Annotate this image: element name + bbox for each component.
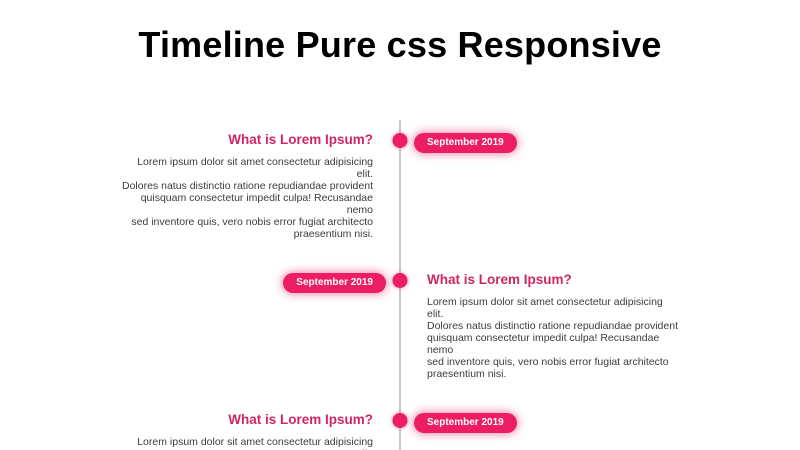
page-title: Timeline Pure css Responsive xyxy=(138,24,662,65)
timeline-dot xyxy=(392,413,408,428)
entry-content: What is Lorem Ipsum? Lorem ipsum dolor s… xyxy=(427,272,678,380)
date-badge: September 2019 xyxy=(283,273,386,293)
timeline-entry: What is Lorem Ipsum? Lorem ipsum dolor s… xyxy=(122,412,678,450)
timeline-dot xyxy=(392,273,408,288)
date-badge: September 2019 xyxy=(414,133,517,153)
entry-badge-column: September 2019 xyxy=(414,412,678,450)
entry-text: Lorem ipsum dolor sit amet consectetur a… xyxy=(427,296,678,380)
timeline-entry: What is Lorem Ipsum? Lorem ipsum dolor s… xyxy=(122,132,678,240)
entry-badge-column: September 2019 xyxy=(414,132,678,240)
timeline: What is Lorem Ipsum? Lorem ipsum dolor s… xyxy=(122,120,678,450)
entry-content: What is Lorem Ipsum? Lorem ipsum dolor s… xyxy=(122,132,373,240)
timeline-entry: What is Lorem Ipsum? Lorem ipsum dolor s… xyxy=(122,272,678,380)
entry-text: Lorem ipsum dolor sit amet consectetur a… xyxy=(122,156,373,240)
entry-title: What is Lorem Ipsum? xyxy=(228,412,373,427)
date-badge: September 2019 xyxy=(414,413,517,433)
entry-title: What is Lorem Ipsum? xyxy=(427,272,572,287)
entry-content: What is Lorem Ipsum? Lorem ipsum dolor s… xyxy=(122,412,373,450)
entry-badge-column: September 2019 xyxy=(122,272,386,380)
timeline-dot xyxy=(392,133,408,148)
entry-text: Lorem ipsum dolor sit amet consectetur a… xyxy=(137,436,373,450)
entry-title: What is Lorem Ipsum? xyxy=(228,132,373,147)
